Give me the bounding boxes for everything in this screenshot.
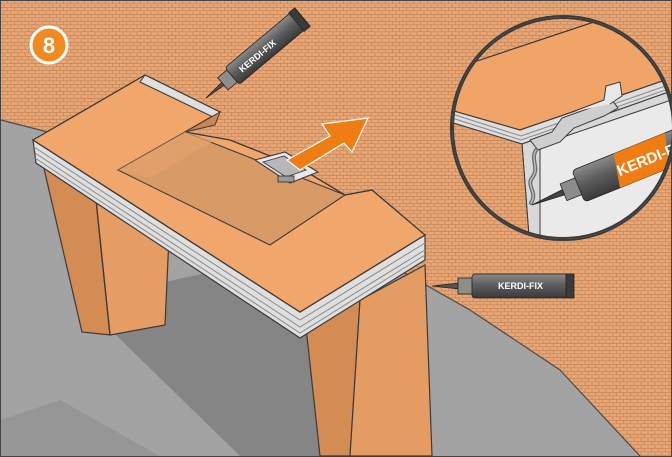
arrow-icon [285, 117, 370, 171]
circle-number-badge: 8 [29, 25, 69, 65]
drain-fitting [253, 151, 320, 184]
right-tube-label: KERDI-FIX [498, 281, 543, 291]
right-sealant-tube: KERDI-FIX [431, 273, 575, 299]
step-number: 8 [43, 33, 55, 58]
